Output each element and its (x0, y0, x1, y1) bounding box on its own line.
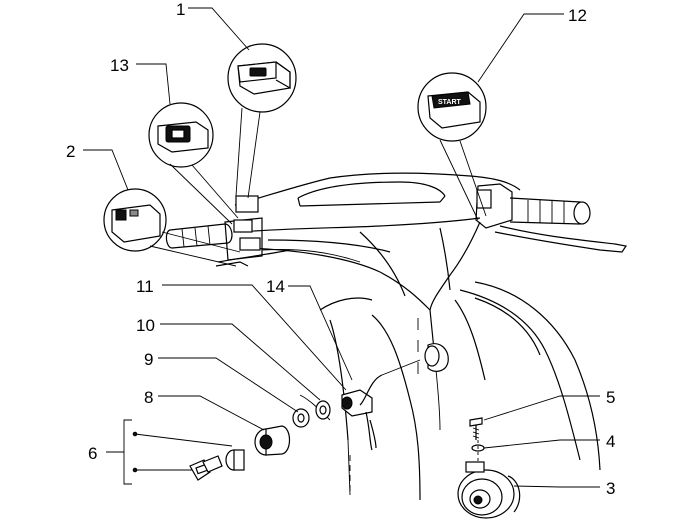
horn-assembly (457, 417, 521, 519)
callout-12: 12 (568, 6, 587, 25)
detail-bubble-13 (148, 102, 239, 225)
left-grip (165, 195, 361, 267)
callout-4: 4 (606, 432, 615, 451)
detail-bubble-12: START (417, 72, 487, 221)
callout-14: 14 (266, 277, 285, 296)
callout-9: 9 (144, 350, 153, 369)
callout-11: 11 (136, 277, 154, 296)
callout-leaders (83, 7, 600, 488)
ignition-lock-parts (189, 343, 449, 495)
detail-bubble-2 (103, 188, 241, 267)
start-button-label: START (438, 99, 462, 106)
callout-numbers: 1 2 3 4 5 6 8 9 10 11 12 13 14 (66, 0, 615, 498)
handlebar-cover (234, 172, 601, 501)
callout-6: 6 (88, 444, 97, 463)
detail-bubble-1 (227, 43, 297, 199)
callout-2: 2 (66, 142, 75, 161)
callout-13: 13 (110, 56, 129, 75)
callout-3: 3 (606, 479, 615, 498)
callout-10: 10 (136, 316, 155, 335)
callout-1: 1 (176, 0, 185, 19)
callout-5: 5 (606, 388, 615, 407)
right-grip (475, 183, 628, 253)
callout-8: 8 (144, 388, 153, 407)
